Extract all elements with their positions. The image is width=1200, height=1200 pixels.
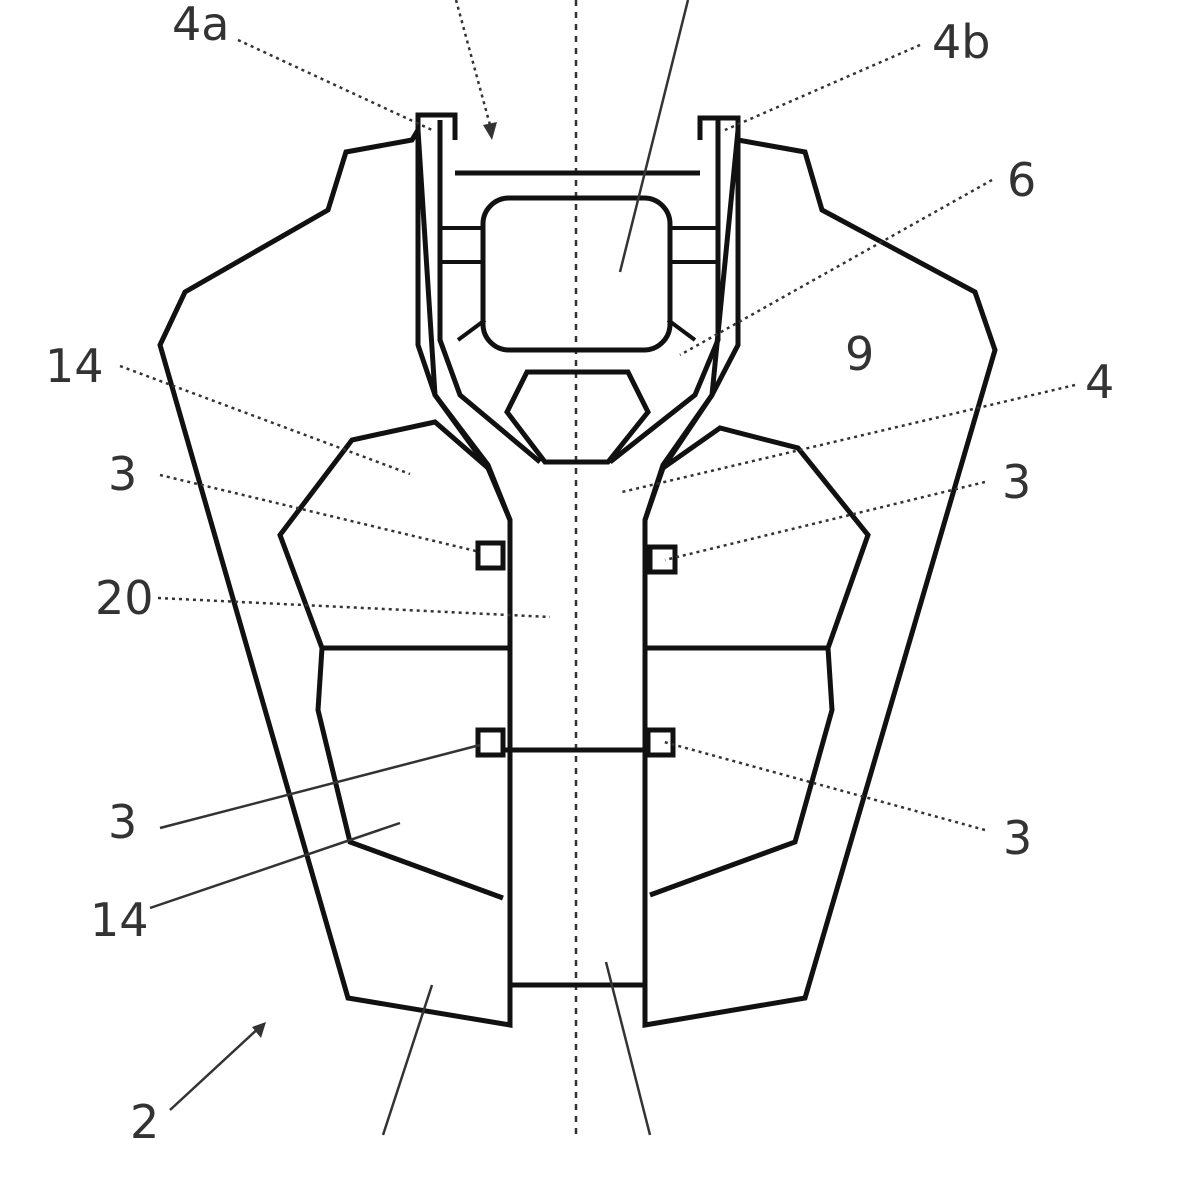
leader-3-lower-left <box>159 743 481 830</box>
label-4a: 4a <box>172 0 229 51</box>
label-14-lower: 14 <box>90 893 149 947</box>
label-3-upper-left: 3 <box>108 447 137 501</box>
leader-2 <box>169 1024 263 1111</box>
leader-20 <box>157 596 551 619</box>
label-3-lower-left: 3 <box>108 795 137 849</box>
leader-14-upper <box>119 364 411 476</box>
leader-3-upper-right <box>664 480 986 562</box>
label-3-lower-right: 3 <box>1003 811 1032 865</box>
label-20: 20 <box>95 571 154 625</box>
leader-4a <box>237 38 433 132</box>
center-device-module <box>480 195 673 353</box>
y-strap-outer-right <box>642 130 741 1025</box>
left-outer-panel <box>157 121 513 1028</box>
right-outer-panel <box>642 129 998 1028</box>
label-6: 6 <box>1007 153 1036 207</box>
sensor-upper-right <box>647 544 678 575</box>
leader-3-upper-left <box>159 473 481 554</box>
label-3-upper-right: 3 <box>1002 455 1031 509</box>
leader-3-lower-right <box>663 740 986 832</box>
label-14-upper: 14 <box>45 339 104 393</box>
sensor-lower-left <box>475 727 506 758</box>
trapezoid-element <box>504 369 651 465</box>
leader-bottom-left <box>381 984 434 1136</box>
right-upper-panel <box>645 425 871 651</box>
leader-4 <box>621 383 1076 494</box>
sensor-upper-left <box>475 540 506 571</box>
left-upper-panel <box>277 419 510 651</box>
label-4b: 4b <box>932 15 990 69</box>
device-brace-left <box>456 318 487 342</box>
leader-device <box>618 0 690 273</box>
left-collar-tab <box>415 112 458 140</box>
y-strap-outer <box>415 130 513 1025</box>
leader-14-lower <box>149 821 401 910</box>
sensor-lower-right <box>645 727 676 758</box>
leader-bottom-right <box>604 961 652 1136</box>
device-brace-right <box>666 318 697 342</box>
label-4: 4 <box>1085 355 1114 409</box>
label-2: 2 <box>130 1095 159 1149</box>
leader-4b <box>724 43 921 132</box>
leader-top-arrow <box>454 0 492 126</box>
right-lower-panel <box>649 647 835 898</box>
arrowhead-top <box>483 122 497 140</box>
label-9: 9 <box>845 327 874 381</box>
arrowhead-2 <box>252 1022 266 1038</box>
left-lower-panel <box>315 647 504 901</box>
